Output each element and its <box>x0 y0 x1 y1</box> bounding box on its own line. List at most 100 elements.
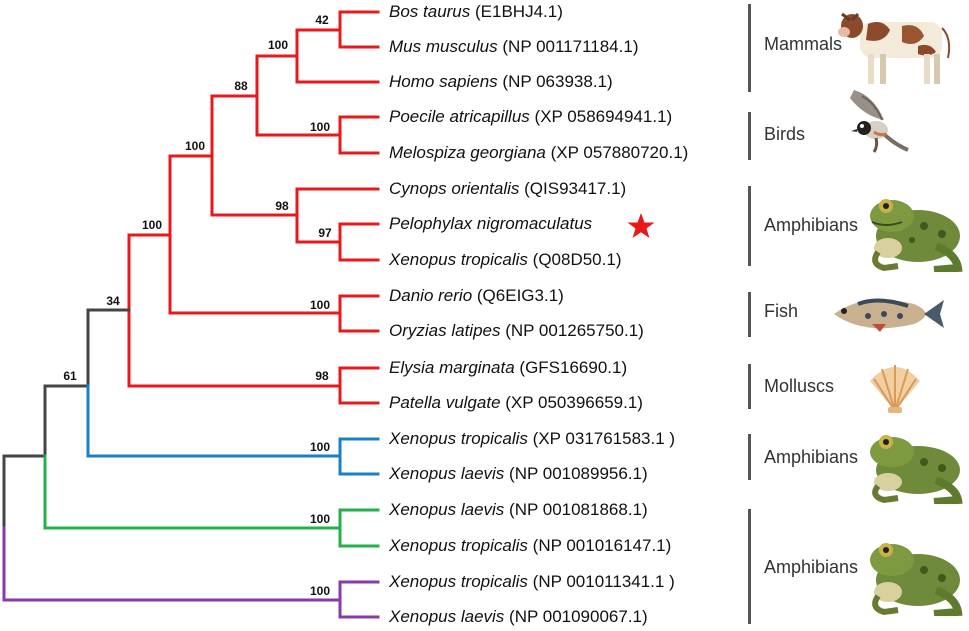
species-name: Patella vulgate <box>389 393 501 412</box>
node-88 <box>210 54 259 137</box>
group-label-molluscs: Molluscs <box>764 376 835 396</box>
node-100-fish <box>168 294 342 333</box>
group-bracket-molluscs <box>748 364 751 409</box>
node-61-lower <box>43 454 342 530</box>
red-clade <box>127 10 380 405</box>
leaf-label: Pelophylax nigromaculatus <box>389 214 592 234</box>
species-name: Poecile atricapillus <box>389 107 530 126</box>
leaf-label: Melospiza georgiana (XP 057880720.1) <box>389 143 688 163</box>
species-name: Elysia marginata <box>389 358 515 377</box>
leaf-label: Oryzias latipes (NP 001265750.1) <box>389 321 644 341</box>
stem-branches <box>2 308 131 530</box>
bootstrap-61: 61 <box>63 369 77 383</box>
group-label-birds: Birds <box>764 124 806 144</box>
accession: (NP 001265750.1) <box>505 321 644 340</box>
leaf-label: Xenopus tropicalis (XP 031761583.1 ) <box>389 429 675 449</box>
accession: (QIS93417.1) <box>524 179 627 198</box>
leaf-label: Danio rerio (Q6EIG3.1) <box>389 286 564 306</box>
bootstrap-42: 42 <box>315 13 329 27</box>
group-bracket-fish <box>748 292 751 337</box>
accession: (XP 050396659.1) <box>505 393 643 412</box>
node-100-mammals <box>255 28 299 84</box>
cow-icon <box>838 12 951 84</box>
bootstrap-88: 88 <box>234 79 248 93</box>
leaf-label: Xenopus laevis (NP 001081868.1) <box>389 500 648 520</box>
accession: (NP 063938.1) <box>502 72 613 91</box>
node-100-tetrapods <box>168 94 214 217</box>
leaf-label: Xenopus laevis (NP 001090067.1) <box>389 607 648 627</box>
species-name: Oryzias latipes <box>389 321 501 340</box>
bootstrap-98-amph: 98 <box>275 199 289 213</box>
bootstrap-97: 97 <box>318 226 332 240</box>
purple-clade <box>2 526 380 619</box>
accession: (E1BHJ4.1) <box>475 2 563 21</box>
bootstrap-100-vert: 100 <box>142 218 162 232</box>
species-name: Xenopus tropicalis <box>389 572 528 591</box>
leaf-label: Poecile atricapillus (XP 058694941.1) <box>389 107 672 127</box>
group-label-amphibians-3: Amphibians <box>764 557 859 577</box>
species-name: Xenopus tropicalis <box>389 429 528 448</box>
shell-icon <box>870 365 920 413</box>
leaf-label: Mus musculus (NP 001171184.1) <box>389 37 638 57</box>
star-icon <box>627 213 655 238</box>
accession: (XP 058694941.1) <box>534 107 673 126</box>
accession: (Q08D50.1) <box>532 250 622 269</box>
leaf-label: Patella vulgate (XP 050396659.1) <box>389 393 643 413</box>
fish-icon <box>834 298 944 332</box>
blue-clade <box>86 384 380 476</box>
bird-icon <box>850 90 909 153</box>
bootstrap-100-fish: 100 <box>310 298 330 312</box>
node-42 <box>295 10 342 49</box>
accession: (NP 001089956.1) <box>509 464 648 483</box>
group-bracket-birds <box>748 112 751 160</box>
leaf-label: Elysia marginata (GFS16690.1) <box>389 358 627 378</box>
group-label-amphibians-2: Amphibians <box>764 447 859 467</box>
node-100-birds <box>255 115 342 155</box>
leaf-label: Cynops orientalis (QIS93417.1) <box>389 179 626 199</box>
accession: (NP 001171184.1) <box>502 37 639 56</box>
accession: (NP 001090067.1) <box>509 607 648 626</box>
leaf-label: Xenopus tropicalis (NP 001016147.1) <box>389 536 671 556</box>
stem-root-bottom <box>2 526 342 602</box>
species-name: Xenopus tropicalis <box>389 250 528 269</box>
bootstrap-100-blue: 100 <box>310 440 330 454</box>
species-name: Xenopus laevis <box>389 500 505 519</box>
leaf-label: Xenopus tropicalis (NP 001011341.1 ) <box>389 572 675 592</box>
species-name: Bos taurus <box>389 2 471 21</box>
leaf-label: Bos taurus (E1BHJ4.1) <box>389 2 563 22</box>
accession: (XP 031761583.1 ) <box>532 429 676 448</box>
node-97 <box>295 222 342 262</box>
group-label-fish: Fish <box>764 301 799 321</box>
accession: (Q6EIG3.1) <box>476 286 564 305</box>
node-98-amph <box>210 187 299 244</box>
species-name: Mus musculus <box>389 37 498 56</box>
stem-root-top <box>2 454 47 530</box>
leaf-label: Xenopus laevis (NP 001089956.1) <box>389 464 648 484</box>
species-name: Xenopus tropicalis <box>389 536 528 555</box>
green-clade <box>43 454 380 548</box>
species-name: Melospiza georgiana <box>389 143 546 162</box>
bootstrap-100-birds: 100 <box>310 120 330 134</box>
accession: (NP 001011341.1 ) <box>532 572 675 591</box>
accession: (NP 001016147.1) <box>532 536 672 555</box>
node-98-moll <box>127 366 342 405</box>
node-34-lower <box>86 384 342 458</box>
bootstrap-100-mammals: 100 <box>268 38 288 52</box>
accession: (NP 001081868.1) <box>509 500 648 519</box>
frog-icon <box>870 199 963 272</box>
bootstrap-100-tetrapods: 100 <box>185 139 205 153</box>
group-label-amphibians-1: Amphibians <box>764 215 859 235</box>
species-name: Cynops orientalis <box>389 179 520 198</box>
leaf-label: Homo sapiens (NP 063938.1) <box>389 72 613 92</box>
accession: (GFS16690.1) <box>519 358 628 377</box>
bootstrap-100-green: 100 <box>310 512 330 526</box>
species-name: Danio rerio <box>389 286 473 305</box>
bootstrap-100-purple: 100 <box>310 584 330 598</box>
node-100-vert <box>127 154 172 315</box>
species-name: Xenopus laevis <box>389 607 505 626</box>
accession: (XP 057880720.1) <box>550 143 689 162</box>
leaf-label: Xenopus tropicalis (Q08D50.1) <box>389 250 621 270</box>
bootstrap-98-moll: 98 <box>315 369 329 383</box>
